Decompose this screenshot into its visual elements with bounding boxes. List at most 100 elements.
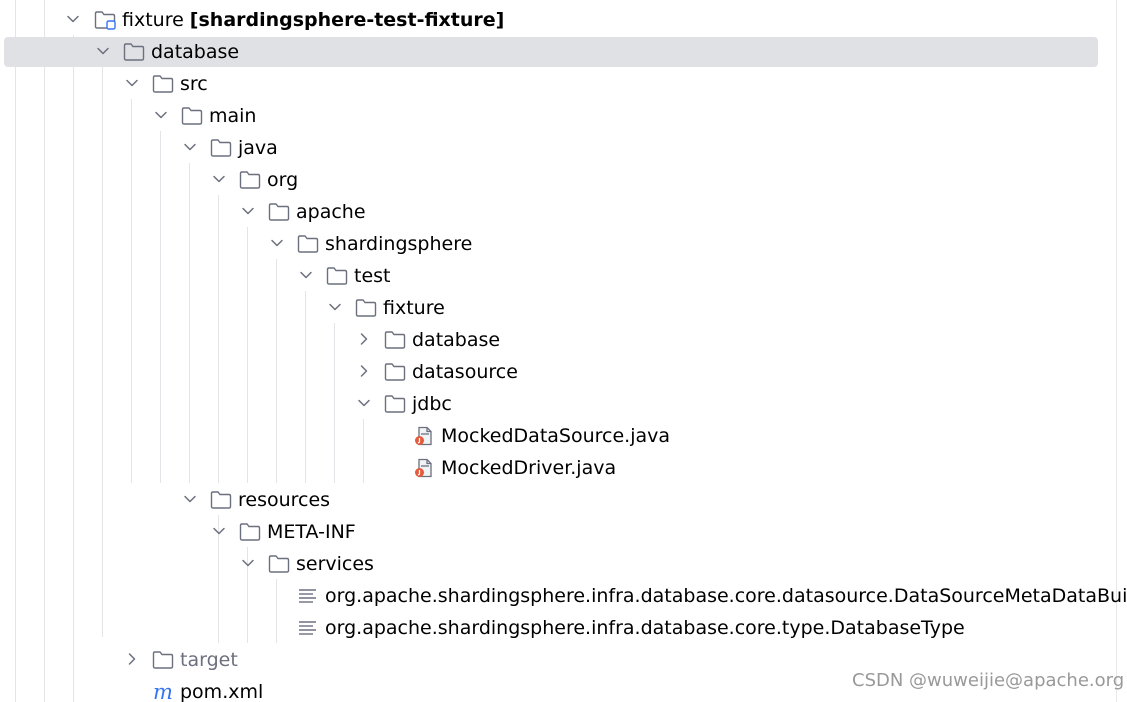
text-file-icon [299, 589, 316, 603]
tree-item-label: database [151, 41, 240, 63]
tree-row-meta-inf[interactable]: META-INF [0, 515, 1127, 547]
folder-icon [384, 331, 406, 349]
tree-item-label: fixture [383, 297, 445, 319]
svg-text:m: m [153, 682, 173, 702]
tree-item-label: META-INF [267, 521, 356, 543]
tree-row-shardingsphere[interactable]: shardingsphere [0, 227, 1127, 259]
tree-item-label: org [267, 169, 299, 191]
tree-row-resources[interactable]: resources [0, 483, 1127, 515]
indent-guide [73, 35, 74, 702]
tree-item-label: MockedDriver.java [441, 457, 617, 479]
folder-icon [297, 235, 319, 253]
tree-item-label: database [412, 329, 501, 351]
tree-row-jdbc[interactable]: jdbc [0, 387, 1127, 419]
selection-highlight [4, 37, 1098, 67]
tree-row-org-apache-shardingsphere-infra-database-core-type-databasetype[interactable]: org.apache.shardingsphere.infra.database… [0, 611, 1127, 643]
tree-item-label: org.apache.shardingsphere.infra.database… [325, 585, 1127, 607]
tree-row-mockeddatasource-java[interactable]: MockedDataSource.java [0, 419, 1127, 451]
chevron-down-icon[interactable] [125, 76, 139, 90]
module-folder-icon [94, 11, 116, 30]
scrollbar-track [1116, 0, 1117, 702]
tree-item-label: src [180, 73, 208, 95]
tree-row-org-apache-shardingsphere-infra-database-core-datasource-datasourcemetadatabuilder[interactable]: org.apache.shardingsphere.infra.database… [0, 579, 1127, 611]
tree-item-label: main [209, 105, 257, 127]
tree-row-target[interactable]: target [0, 643, 1127, 675]
tree-item-label: MockedDataSource.java [441, 425, 671, 447]
indent-guide [160, 131, 161, 483]
indent-guide [276, 579, 277, 643]
chevron-down-icon[interactable] [183, 492, 197, 506]
java-file-icon [415, 458, 432, 478]
indent-guide [334, 323, 335, 483]
tree-item-label: jdbc [412, 393, 452, 415]
folder-icon [210, 491, 232, 509]
tree-row-datasource[interactable]: datasource [0, 355, 1127, 387]
module-label: fixture [122, 9, 184, 31]
folder-icon [384, 363, 406, 381]
indent-guide [247, 547, 248, 643]
folder-icon [326, 267, 348, 285]
tree-row-java[interactable]: java [0, 131, 1127, 163]
tree-row-database[interactable]: database [0, 323, 1127, 355]
chevron-down-icon[interactable] [183, 140, 197, 154]
tree-row-src[interactable]: src [0, 67, 1127, 99]
tree-row-apache[interactable]: apache [0, 195, 1127, 227]
tree-row-module-fixture[interactable]: fixture[shardingsphere-test-fixture] [0, 3, 1127, 35]
tree-row-mockeddriver-java[interactable]: MockedDriver.java [0, 451, 1127, 483]
module-name: [shardingsphere-test-fixture] [189, 9, 505, 31]
tree-row-pom-xml[interactable]: m pom.xml [0, 675, 1127, 702]
indent-guide [305, 291, 306, 483]
indent-guide [363, 419, 364, 483]
tree-item-label: java [238, 137, 278, 159]
chevron-right-icon[interactable] [357, 332, 371, 346]
tree-item-label: org.apache.shardingsphere.infra.database… [325, 617, 965, 639]
text-file-icon [299, 621, 316, 635]
maven-file-icon: m [153, 682, 173, 702]
watermark: CSDN @wuweijie@apache.org [852, 670, 1125, 691]
folder-icon [152, 651, 174, 669]
tree-item-label: datasource [412, 361, 518, 383]
chevron-down-icon[interactable] [96, 44, 110, 58]
chevron-down-icon[interactable] [241, 556, 255, 570]
tree-item-label: test [354, 265, 391, 287]
java-file-icon [415, 426, 432, 446]
chevron-right-icon[interactable] [125, 652, 139, 666]
tree-item-label: target [180, 649, 238, 671]
folder-icon [239, 523, 261, 541]
tree-item-label: shardingsphere [325, 233, 473, 255]
tree-row-main[interactable]: main [0, 99, 1127, 131]
tree-row-org[interactable]: org [0, 163, 1127, 195]
tree-item-label: apache [296, 201, 366, 223]
chevron-right-icon[interactable] [357, 364, 371, 378]
folder-icon [181, 107, 203, 125]
chevron-down-icon[interactable] [270, 236, 284, 250]
chevron-down-icon[interactable] [241, 204, 255, 218]
tree-item-label: pom.xml [180, 681, 264, 702]
tree-row-database[interactable]: database [0, 35, 1127, 67]
folder-icon [152, 75, 174, 93]
chevron-down-icon[interactable] [212, 172, 226, 186]
tree-row-fixture[interactable]: fixture [0, 291, 1127, 323]
folder-icon [268, 555, 290, 573]
indent-guide [247, 227, 248, 483]
chevron-down-icon[interactable] [299, 268, 313, 282]
indent-guide [189, 163, 190, 483]
tree-item-label: resources [238, 489, 331, 511]
folder-icon [355, 299, 377, 317]
indent-guide [276, 259, 277, 483]
indent-guide [44, 0, 45, 702]
tree-row-test[interactable]: test [0, 259, 1127, 291]
folder-icon [268, 203, 290, 221]
folder-icon [123, 43, 145, 61]
tree-row-services[interactable]: services [0, 547, 1127, 579]
chevron-down-icon[interactable] [66, 12, 80, 26]
chevron-down-icon[interactable] [154, 108, 168, 122]
folder-icon [239, 171, 261, 189]
chevron-down-icon[interactable] [212, 524, 226, 538]
indent-guide [131, 99, 132, 483]
chevron-down-icon[interactable] [357, 396, 371, 410]
chevron-down-icon[interactable] [328, 300, 342, 314]
folder-icon [384, 395, 406, 413]
indent-guide [102, 67, 103, 637]
